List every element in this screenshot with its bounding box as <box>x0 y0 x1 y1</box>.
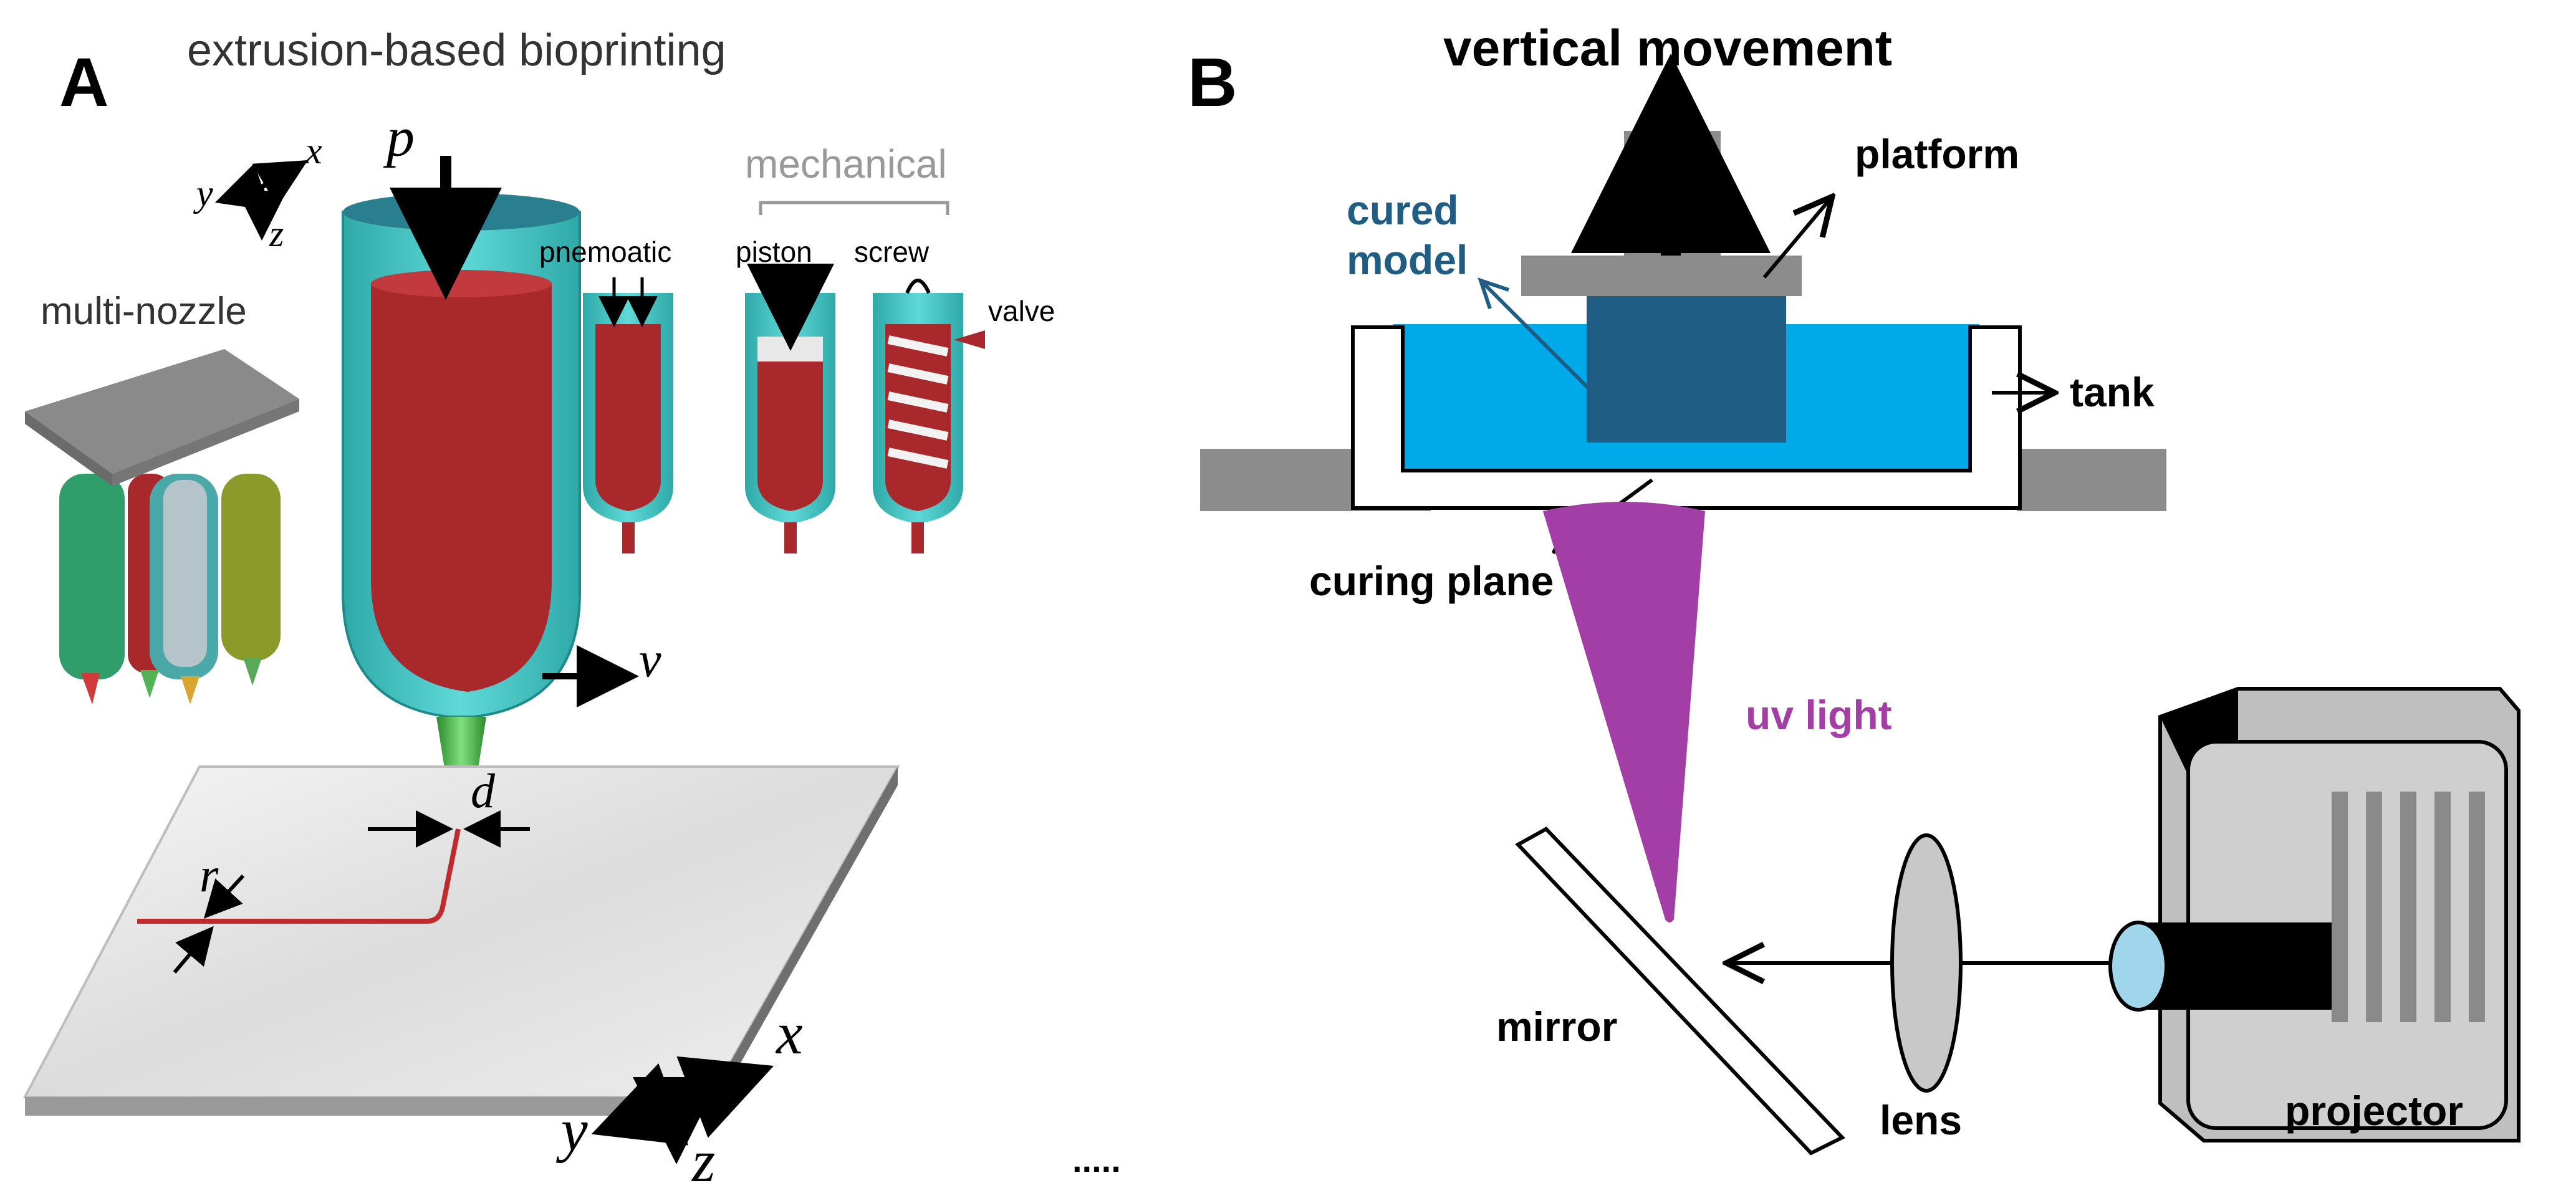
r-arrow-top <box>203 874 245 919</box>
curing-plane-label: curing plane <box>1309 558 1554 604</box>
uv-light-cone <box>1543 502 1705 922</box>
vertical-movement-label: vertical movement <box>1443 20 1892 77</box>
lens-label: lens <box>1880 1097 1962 1143</box>
print-plate <box>22 765 900 1116</box>
symbol-v: v <box>639 633 661 687</box>
platform-label: platform <box>1855 131 2019 177</box>
panel-b-letter: B <box>1188 44 1237 121</box>
panel-a-letter: A <box>59 44 108 121</box>
axis-triad-bottom: x y z <box>555 1000 803 1188</box>
axis-small-z: z <box>269 213 284 254</box>
pneumatic-label: pnemoatic <box>539 236 671 268</box>
lens <box>1890 833 1963 1093</box>
pneumatic-cartridge <box>583 277 673 553</box>
panel-a-title: extrusion-based bioprinting <box>187 26 726 75</box>
platform-plate <box>1521 256 1802 296</box>
screw-cartridge <box>873 279 985 553</box>
valve-label: valve <box>988 295 1055 327</box>
piston-label: piston <box>736 236 812 268</box>
cured-model <box>1587 293 1786 443</box>
mechanical-bracket <box>759 201 949 215</box>
uv-light-label: uv light <box>1746 692 1892 738</box>
cured-model-leader-head <box>1478 277 1509 309</box>
r-arrow-bottom <box>173 926 214 974</box>
multi-nozzle-illustration <box>25 349 299 704</box>
axis-small-y: y <box>193 173 213 214</box>
axis-small-x: x <box>305 130 322 171</box>
cured-model-leader <box>1482 282 1592 391</box>
mirror-label: mirror <box>1496 1004 1617 1050</box>
projector <box>2108 687 2521 1142</box>
ellipsis-marker: ..... <box>1072 1140 1121 1179</box>
symbol-d: d <box>471 764 496 818</box>
screw-label: screw <box>854 236 930 268</box>
panel-b: B vertical movement platform cured model… <box>1188 20 2521 1156</box>
projector-label: projector <box>2285 1088 2463 1134</box>
axis-triad-small: x y z <box>193 130 322 254</box>
main-cartridge <box>342 193 581 776</box>
mirror <box>1515 826 1845 1156</box>
base-plate-right <box>2017 449 2166 511</box>
cured-model-label-line2: model <box>1347 237 1468 283</box>
mechanical-label: mechanical <box>745 141 947 186</box>
tank-label: tank <box>2070 369 2155 415</box>
axis-bottom-z: z <box>691 1128 715 1188</box>
axis-bottom-y: y <box>555 1096 588 1163</box>
panel-a: A extrusion-based bioprinting x y z mult… <box>22 26 1121 1188</box>
cured-model-label-line1: cured <box>1347 187 1459 233</box>
multi-nozzle-label: multi-nozzle <box>41 290 247 333</box>
platform-leader <box>1762 199 1830 279</box>
axis-bottom-x: x <box>775 1000 803 1066</box>
symbol-r: r <box>199 848 219 902</box>
printed-filament <box>137 828 461 924</box>
symbol-p: p <box>383 107 415 168</box>
piston-cartridge <box>745 264 835 553</box>
